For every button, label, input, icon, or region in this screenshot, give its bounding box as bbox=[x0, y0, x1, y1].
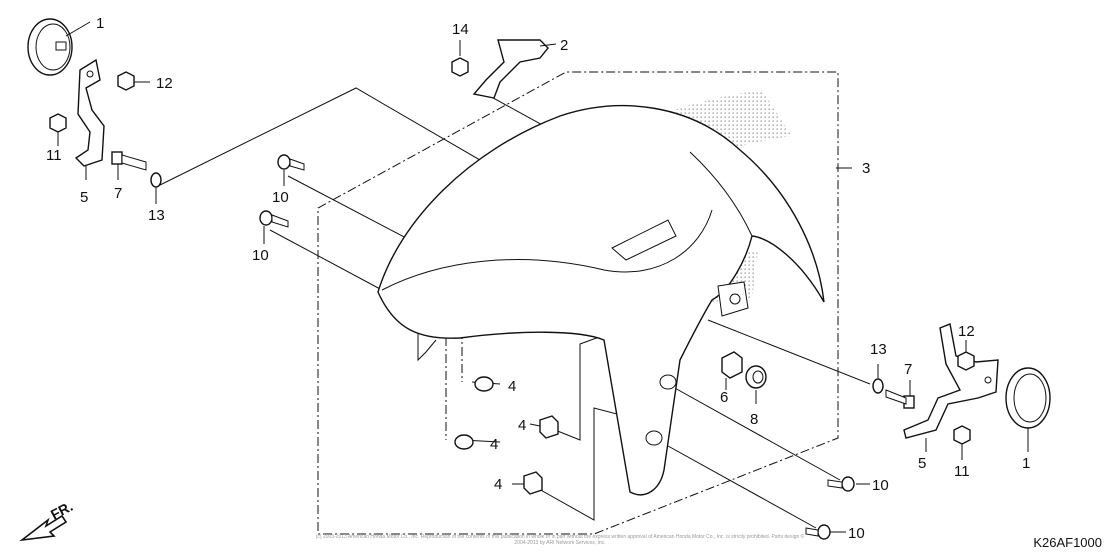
washer-13-left bbox=[150, 172, 162, 188]
callout-11-left: 11 bbox=[46, 147, 62, 164]
bracket-2 bbox=[472, 39, 549, 99]
nut-11-right bbox=[953, 425, 971, 445]
callout-4d: 4 bbox=[494, 476, 502, 493]
callout-4c: 4 bbox=[518, 417, 526, 434]
reflector-right bbox=[1005, 367, 1051, 429]
callout-10-upper: 10 bbox=[272, 189, 289, 206]
callout-11-right: 11 bbox=[954, 463, 970, 480]
callout-12-left: 12 bbox=[156, 75, 173, 92]
front-label: FR. bbox=[48, 498, 75, 523]
callout-13-left: 13 bbox=[148, 207, 165, 224]
bracket-left bbox=[74, 58, 105, 167]
screw-7-right bbox=[885, 389, 915, 409]
callout-14: 14 bbox=[452, 21, 469, 38]
callout-labels: 1 2 3 4 4 4 4 5 5 6 7 7 8 10 10 10 10 11… bbox=[46, 15, 1030, 542]
callout-7-right: 7 bbox=[904, 361, 912, 378]
callout-10-left: 10 bbox=[252, 247, 269, 264]
callout-10-bottom: 10 bbox=[848, 525, 865, 542]
callout-6: 6 bbox=[720, 389, 728, 406]
reflector-left bbox=[27, 18, 73, 76]
copyright-notice: (c) 2003-2013 American Honda Motor Co., … bbox=[315, 534, 805, 546]
grommet-8 bbox=[745, 365, 767, 389]
callout-4b: 4 bbox=[490, 436, 498, 453]
callout-7-left: 7 bbox=[114, 185, 122, 202]
callout-5-right: 5 bbox=[918, 455, 926, 472]
washer-13-right bbox=[872, 378, 884, 394]
nut-12-right bbox=[957, 351, 975, 371]
collar-6 bbox=[721, 351, 743, 379]
callout-13-right: 13 bbox=[870, 341, 887, 358]
callout-2: 2 bbox=[560, 37, 568, 54]
callout-12-right: 12 bbox=[958, 323, 975, 340]
callout-3: 3 bbox=[862, 160, 870, 177]
nut-11-left bbox=[49, 113, 67, 133]
nut-14 bbox=[451, 57, 469, 77]
washers-4 bbox=[454, 376, 494, 450]
callout-5-left: 5 bbox=[80, 189, 88, 206]
bolt-10-left bbox=[259, 210, 289, 228]
front-direction-indicator: FR. bbox=[19, 498, 75, 542]
front-arrow-icon bbox=[19, 514, 68, 542]
callout-4a: 4 bbox=[508, 378, 516, 395]
callout-leaders bbox=[57, 21, 1029, 533]
nut-12-left bbox=[117, 71, 135, 91]
callout-10-right: 10 bbox=[872, 477, 889, 494]
bolts-10-lower bbox=[805, 476, 855, 540]
callout-1-left: 1 bbox=[96, 15, 104, 32]
diagram-code: K26AF1000 bbox=[1033, 535, 1102, 550]
callout-1-right: 1 bbox=[1022, 455, 1030, 472]
callout-8: 8 bbox=[750, 411, 758, 428]
bolt-10-upper bbox=[277, 154, 305, 171]
collars-4 bbox=[523, 415, 559, 495]
assembly-boundary bbox=[317, 71, 839, 535]
screw-7-left bbox=[111, 151, 147, 171]
front-fender bbox=[377, 105, 825, 496]
bracket-right bbox=[903, 323, 999, 439]
